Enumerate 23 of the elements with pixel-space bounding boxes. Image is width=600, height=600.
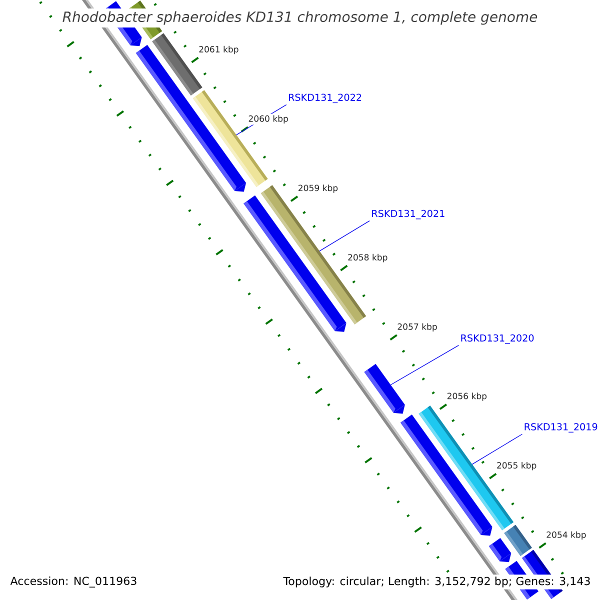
leader-line: [472, 434, 523, 465]
title: Rhodobacter sphaeroides KD131 chromosome 1, complete genome: [60, 8, 540, 28]
leader-line: [390, 345, 460, 386]
leader-line: [319, 220, 370, 252]
gene-segment: [400, 414, 492, 536]
gene-segment: [244, 195, 346, 332]
gene-label: RSKD131_2021: [372, 210, 444, 220]
tick-label: 2059 kbp: [296, 183, 340, 194]
footer-text: Accession: NC_011963: [8, 574, 140, 590]
gene-segment: [504, 524, 532, 556]
tick-label: 2056 kbp: [446, 391, 488, 402]
tick-label: 2055 kbp: [495, 460, 538, 472]
tick-label: 2054 kbp: [544, 530, 588, 541]
tick-label: 2060 kbp: [246, 114, 290, 125]
tick-label: 2057 kbp: [396, 322, 439, 333]
tick-label: 2061 kbp: [197, 44, 240, 56]
footer-text: Topology: circular; Length: 3,152,792 bp; Genes: 3,143: [281, 574, 593, 590]
gene-segment: [364, 364, 405, 414]
tick-label: 2058 kbp: [346, 252, 390, 264]
gene-segment: [488, 538, 512, 562]
gene-label: RSKD131_2019: [524, 423, 598, 432]
gene-label: RSKD131_2020: [461, 334, 534, 344]
gene-label: RSKD131_2022: [288, 94, 362, 104]
